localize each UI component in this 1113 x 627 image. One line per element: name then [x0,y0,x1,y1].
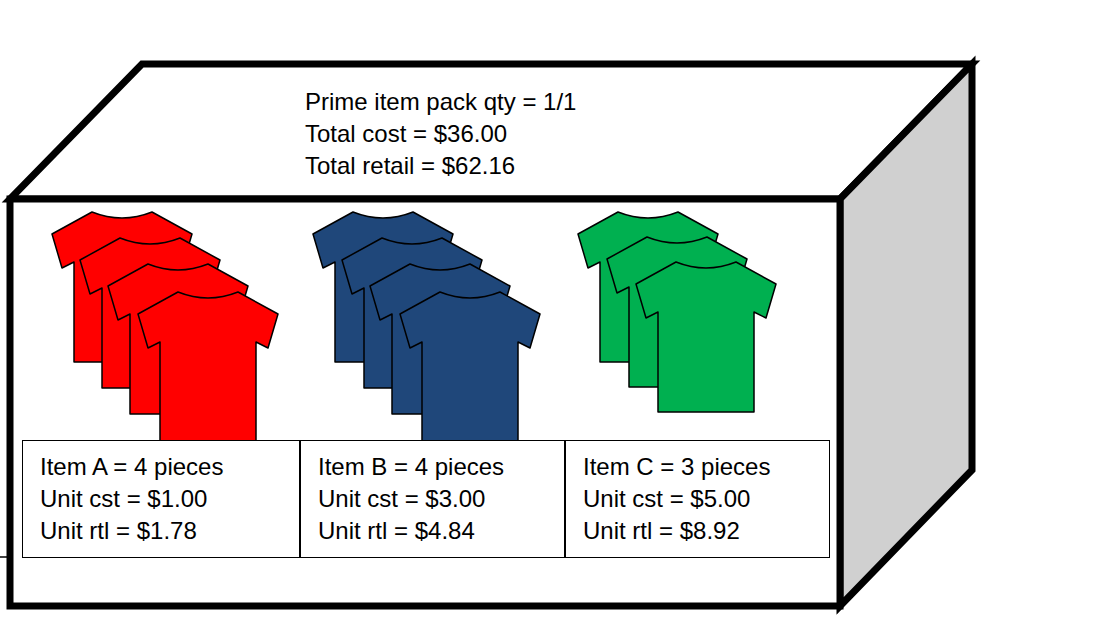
item-cell: Item C = 3 piecesUnit cst = $5.00Unit rt… [565,440,830,558]
item-cell: Item B = 4 piecesUnit cst = $3.00Unit rt… [300,440,565,558]
blue-shirt [400,292,540,442]
item-cell: Item A = 4 piecesUnit cst = $1.00Unit rt… [22,440,300,558]
red-shirts [52,212,278,442]
box-top-face [10,64,972,199]
carton-box: Prime item pack qty = 1/1Total cost = $3… [8,60,974,610]
item-detail-text: Unit cst = $5.00 [583,483,750,515]
red-shirt [138,292,278,442]
item-detail-text: Unit rtl = $4.84 [318,515,475,547]
pack-info-text: Prime item pack qty = 1/1 [305,86,576,118]
box-front-face [10,199,840,606]
blue-shirts [313,212,540,442]
item-detail-text: Unit rtl = $1.78 [40,515,197,547]
item-detail-text: Unit cst = $3.00 [318,483,485,515]
item-detail-text: Unit cst = $1.00 [40,483,207,515]
item-detail-text: Unit rtl = $8.92 [583,515,740,547]
box-side-face [840,64,972,606]
green-shirts [578,212,776,412]
pack-info-text: Total retail = $62.16 [305,150,515,182]
item-detail-text: Item A = 4 pieces [40,451,223,483]
heading-block: Prime item pack qty = 1/1Total cost = $3… [305,86,576,182]
item-detail-text: Item C = 3 pieces [583,451,770,483]
item-detail-text: Item B = 4 pieces [318,451,504,483]
pack-info-text: Total cost = $36.00 [305,118,507,150]
green-shirt [636,262,776,412]
